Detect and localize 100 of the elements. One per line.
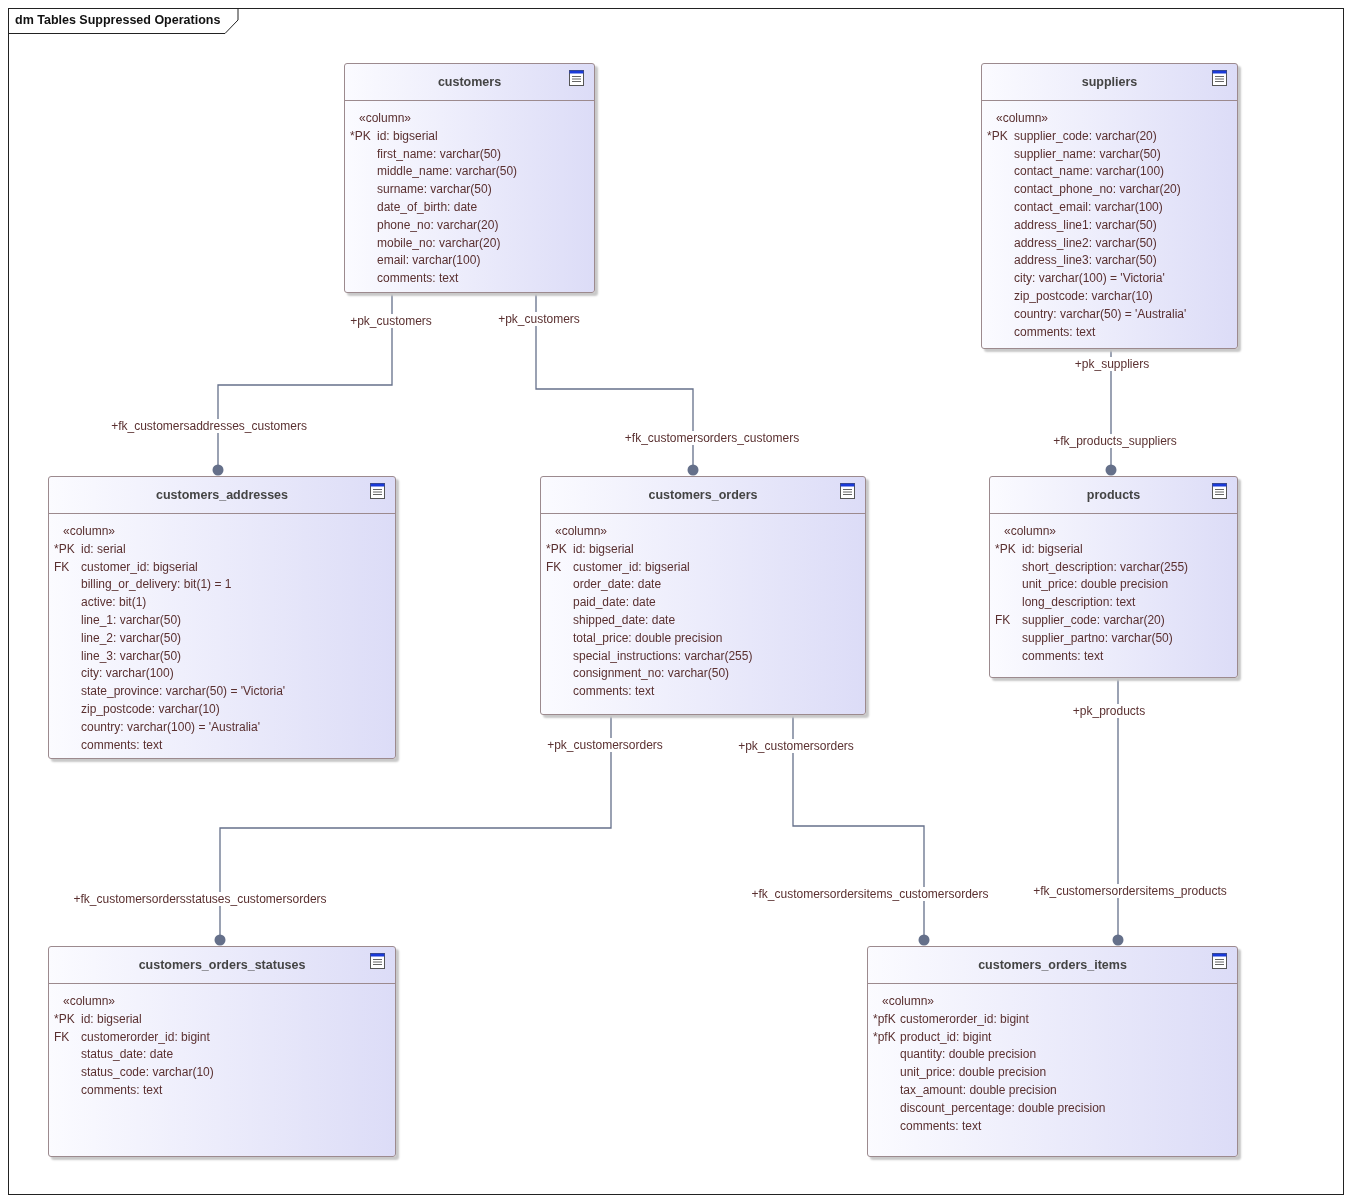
column-definition: comments: text xyxy=(377,270,459,288)
role-label: +fk_customersordersitems_customersorders xyxy=(750,887,990,901)
table-name: suppliers xyxy=(1081,75,1138,89)
relationship-connector xyxy=(1112,677,1124,946)
column-definition: comments: text xyxy=(81,736,163,754)
column-definition: supplier_code: varchar(20) xyxy=(1014,127,1157,145)
column-definition: customer_id: bigserial xyxy=(81,558,198,576)
column-definition: id: bigserial xyxy=(377,127,438,145)
column-definition: contact_phone_no: varchar(20) xyxy=(1014,181,1181,199)
column-definition: active: bit(1) xyxy=(81,594,147,612)
relationship-connector xyxy=(212,292,393,476)
column-definition: phone_no: varchar(20) xyxy=(377,216,499,234)
column-definition: comments: text xyxy=(1014,323,1096,341)
table-name: products xyxy=(1086,488,1141,502)
column-definition: unit_price: double precision xyxy=(900,1064,1047,1082)
column-definition: address_line1: varchar(50) xyxy=(1014,216,1157,234)
column-definition: total_price: double precision xyxy=(573,629,723,647)
column-definition: short_description: varchar(255) xyxy=(1022,558,1189,576)
table-name: customers_addresses xyxy=(156,488,288,502)
column-definition: contact_email: varchar(100) xyxy=(1014,199,1163,216)
column-definition: comments: text xyxy=(1022,647,1104,665)
stereotype-label: «column» xyxy=(63,993,116,1010)
column-definition: quantity: double precision xyxy=(900,1046,1037,1064)
column-definition: address_line2: varchar(50) xyxy=(1014,234,1157,252)
table-entity xyxy=(344,63,595,293)
key-marker: FK xyxy=(546,558,562,576)
column-definition: line_1: varchar(50) xyxy=(81,612,182,629)
stereotype-label: «column» xyxy=(63,523,116,540)
column-definition: state_province: varchar(50) = 'Victoria' xyxy=(81,683,286,701)
column-definition: country: varchar(100) = 'Australia' xyxy=(81,718,260,736)
table-name: customers xyxy=(437,75,502,89)
table-entity xyxy=(540,476,866,715)
stereotype-label: «column» xyxy=(1004,523,1057,540)
role-label: +fk_customersorders_customers xyxy=(623,431,801,445)
column-definition: city: varchar(100) xyxy=(81,665,174,683)
key-marker: *PK xyxy=(995,540,1016,558)
key-marker: *PK xyxy=(350,127,371,145)
stereotype-label: «column» xyxy=(359,110,412,127)
key-marker: *pfK xyxy=(873,1010,896,1028)
column-definition: line_2: varchar(50) xyxy=(81,629,182,647)
column-definition: customerorder_id: bigint xyxy=(81,1028,210,1046)
role-label: +fk_products_suppliers xyxy=(1052,434,1178,448)
column-definition: id: serial xyxy=(81,540,126,558)
column-definition: comments: text xyxy=(573,683,655,701)
column-definition: contact_name: varchar(100) xyxy=(1014,163,1165,181)
column-definition: order_date: date xyxy=(573,576,662,594)
key-marker: *PK xyxy=(54,1010,75,1028)
role-label: +pk_customersorders xyxy=(546,738,664,752)
key-marker: FK xyxy=(54,558,70,576)
column-definition: supplier_name: varchar(50) xyxy=(1014,145,1161,163)
column-definition: country: varchar(50) = 'Australia' xyxy=(1014,305,1187,323)
column-definition: comments: text xyxy=(900,1117,982,1135)
column-definition: status_code: varchar(10) xyxy=(81,1064,214,1082)
column-definition: id: bigserial xyxy=(573,540,634,558)
role-label: +pk_suppliers xyxy=(1073,357,1151,371)
column-definition: date_of_birth: date xyxy=(377,199,478,216)
key-marker: *PK xyxy=(987,127,1008,145)
table-entity xyxy=(867,946,1238,1157)
diagram-title: dm Tables Suppressed Operations xyxy=(15,13,221,27)
column-definition: consignment_no: varchar(50) xyxy=(573,665,730,683)
column-definition: line_3: varchar(50) xyxy=(81,647,182,665)
column-definition: paid_date: date xyxy=(573,594,656,612)
column-definition: special_instructions: varchar(255) xyxy=(573,647,753,665)
column-definition: unit_price: double precision xyxy=(1022,576,1169,594)
column-definition: billing_or_delivery: bit(1) = 1 xyxy=(81,576,232,594)
column-definition: long_description: text xyxy=(1022,594,1136,612)
key-marker: FK xyxy=(995,612,1011,629)
column-definition: zip_postcode: varchar(10) xyxy=(1014,288,1153,305)
column-definition: customerorder_id: bigint xyxy=(900,1010,1029,1028)
table-name: customers_orders_items xyxy=(978,958,1127,972)
column-definition: surname: varchar(50) xyxy=(377,181,492,199)
column-definition: customer_id: bigserial xyxy=(573,558,690,576)
table-name: customers_orders xyxy=(648,488,758,502)
column-definition: id: bigserial xyxy=(81,1010,142,1028)
stereotype-label: «column» xyxy=(555,523,608,540)
stereotype-label: «column» xyxy=(996,110,1049,127)
key-marker: *PK xyxy=(546,540,567,558)
table-entity xyxy=(981,63,1238,349)
column-definition: id: bigserial xyxy=(1022,540,1083,558)
table-entity xyxy=(989,476,1238,678)
table-entity xyxy=(48,476,396,759)
table-name: customers_orders_statuses xyxy=(138,958,306,972)
role-label: +pk_customers xyxy=(497,312,581,326)
column-definition: status_date: date xyxy=(81,1046,174,1064)
stereotype-label: «column» xyxy=(882,993,935,1010)
relationship-connector xyxy=(535,292,699,476)
column-definition: email: varchar(100) xyxy=(377,252,481,270)
column-definition: discount_percentage: double precision xyxy=(900,1099,1106,1117)
column-definition: zip_postcode: varchar(10) xyxy=(81,701,220,718)
role-label: +pk_customersorders xyxy=(737,739,855,753)
table-entity xyxy=(48,946,396,1157)
role-label: +pk_customers xyxy=(349,314,433,328)
column-definition: supplier_code: varchar(20) xyxy=(1022,612,1165,629)
key-marker: FK xyxy=(54,1028,70,1046)
role-label: +fk_customersaddresses_customers xyxy=(110,419,308,433)
column-definition: supplier_partno: varchar(50) xyxy=(1022,629,1173,647)
column-definition: first_name: varchar(50) xyxy=(377,145,502,163)
column-definition: address_line3: varchar(50) xyxy=(1014,252,1157,270)
column-definition: city: varchar(100) = 'Victoria' xyxy=(1014,270,1165,288)
role-label: +fk_customersordersstatuses_customersorders xyxy=(72,892,328,906)
